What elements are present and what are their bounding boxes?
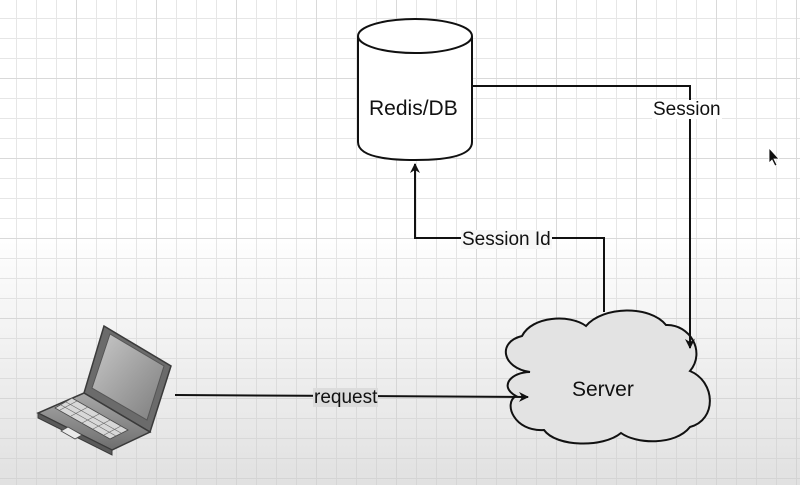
laptop-screen [91, 333, 165, 421]
mouse-pointer-icon [768, 146, 780, 167]
server-node[interactable] [504, 309, 711, 445]
edge-label-request: request [313, 387, 379, 408]
edge-label-session: Session [652, 99, 722, 120]
database-label: Redis/DB [369, 97, 458, 120]
server-cloud-shape [504, 309, 711, 445]
laptop-trackpad [60, 426, 83, 440]
edge-label-session-id: Session Id [461, 229, 552, 250]
laptop-icon[interactable] [36, 324, 172, 456]
server-label: Server [572, 378, 634, 401]
laptop-keyboard [54, 397, 129, 440]
edge-session-line [472, 85, 695, 349]
database-node[interactable] [357, 18, 473, 162]
database-cylinder-top [357, 18, 473, 54]
database-cylinder-body [357, 36, 473, 162]
